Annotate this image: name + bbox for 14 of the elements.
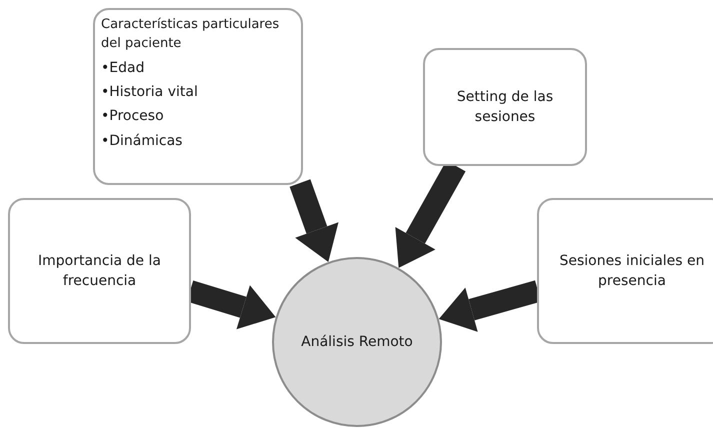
bullet-item: •Edad — [101, 58, 144, 78]
node-label: Sesiones iniciales en presencia — [558, 252, 706, 291]
process-box — [8, 198, 191, 344]
bullet-item: •Proceso — [101, 107, 164, 126]
node-label: Importancia de la frecuencia — [37, 252, 162, 291]
process-box — [537, 198, 713, 344]
bullet-item: •Historia vital — [101, 82, 198, 102]
process-box — [423, 48, 587, 166]
node-label: Análisis Remoto — [301, 332, 413, 352]
bullet-item: •Dinámicas — [101, 132, 182, 151]
feature-list-box — [93, 8, 303, 185]
node-label: Setting de las sesiones — [456, 88, 554, 127]
block-arrow — [290, 179, 338, 262]
box-heading: Características particulares del paciente — [101, 16, 280, 53]
